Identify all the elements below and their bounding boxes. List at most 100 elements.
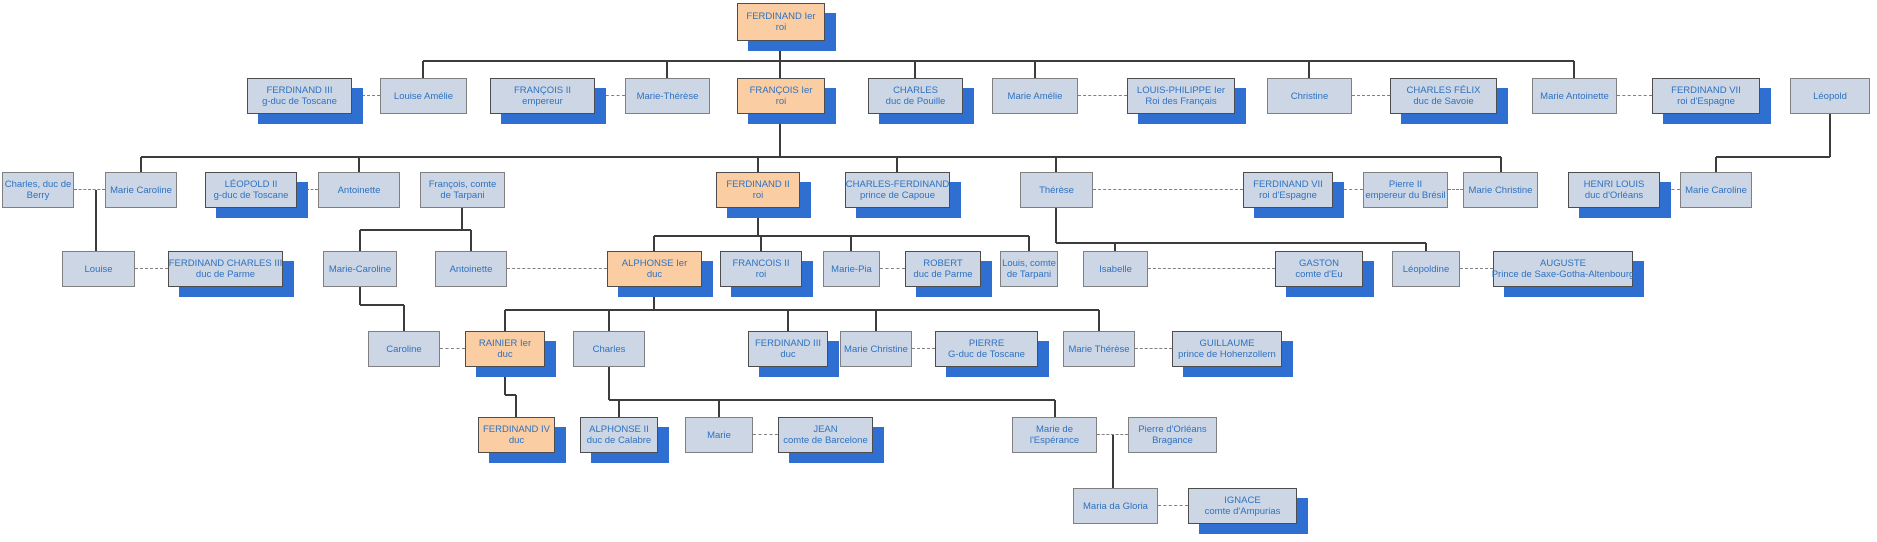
person-title: g-duc de Toscane [213,190,289,201]
person-charles[interactable]: Charles [573,331,645,367]
connector-line [1055,157,1057,172]
person-marie-antoinette[interactable]: Marie Antoinette [1532,78,1617,114]
person-isabelle[interactable]: Isabelle [1083,251,1148,287]
person-title: empereur [522,96,563,107]
person-title: g-duc de Toscane [262,96,337,107]
person-caroline[interactable]: Caroline [368,331,440,367]
connector-line [779,41,781,61]
connector-line [1098,310,1100,331]
person-marie-amelie[interactable]: Marie Amélie [992,78,1078,114]
connector-line [1056,242,1426,244]
connector-line [515,395,517,417]
person-antoinette[interactable]: Antoinette [435,251,507,287]
marriage-line [74,189,105,190]
person-name: FRANCOIS II [732,258,790,269]
person-marie-pia[interactable]: Marie-Pia [823,251,880,287]
person-christine[interactable]: Christine [1267,78,1352,114]
person-maria-da-gloria[interactable]: Maria da Gloria [1073,488,1158,524]
person-title: Prince de Saxe-Gotha-Altenbourg [1491,269,1635,280]
connector-line [1114,243,1116,251]
connector-line [609,399,1055,401]
marriage-line [880,268,905,269]
connector-line [1055,208,1057,243]
person-marie-caroline[interactable]: Marie-Caroline [323,251,397,287]
person-name: FERDINAND CHARLES III [168,258,283,269]
person-therese[interactable]: Thérèse [1020,172,1093,208]
person-louise[interactable]: Louise [62,251,135,287]
person-louise-amelie[interactable]: Louise Amélie [380,78,467,114]
person-marie-therese[interactable]: Marie-Thérèse [625,78,710,114]
person-name: Antoinette [337,184,381,196]
person-name: Charles [592,343,626,355]
connector-line [360,229,471,231]
person-title: roi [752,190,764,201]
person-leopold[interactable]: Léopold [1790,78,1870,114]
person-name: Marie Caroline [1685,184,1747,196]
person-name: IGNACE [1224,495,1261,506]
person-marie-therese[interactable]: Marie Thérèse [1063,331,1135,367]
person-title: G-duc de Toscane [948,349,1025,360]
person-name: Christine [1290,90,1329,102]
person-marie-caroline[interactable]: Marie Caroline [105,172,177,208]
person-name: Thérèse [1039,184,1074,196]
marriage-line [1135,348,1172,349]
person-leopoldine[interactable]: Léopoldine [1392,251,1460,287]
person-name: Caroline [386,343,422,355]
connector-line [1308,61,1310,78]
person-name: Marie [707,429,731,441]
person-marie[interactable]: Marie [685,417,753,453]
person-name: FERDINAND III [755,338,821,349]
person-title: duc [646,269,663,280]
person-name: Léopold [1813,90,1847,102]
person-name: Marie-Pia [831,263,872,275]
person-title: duc de Calabre [586,435,652,446]
person-name: ALPHONSE Ier [621,258,688,269]
person-name: Louise [84,263,113,275]
marriage-line [1078,95,1127,96]
person-name: FERDINAND IV [482,424,551,435]
person-marie-caroline[interactable]: Marie Caroline [1680,172,1752,208]
person-antoinette[interactable]: Antoinette [318,172,400,208]
person-title: duc de Savoie [1413,96,1474,107]
person-marie-christine[interactable]: Marie Christine [1463,172,1538,208]
person-name: Isabelle [1099,263,1132,275]
person-marie-christine[interactable]: Marie Christine [840,331,912,367]
person-name: FRANÇOIS Ier [749,85,813,96]
connector-line [760,236,762,251]
person-title: comte d'Ampurias [1204,506,1281,517]
connector-line [504,367,506,395]
